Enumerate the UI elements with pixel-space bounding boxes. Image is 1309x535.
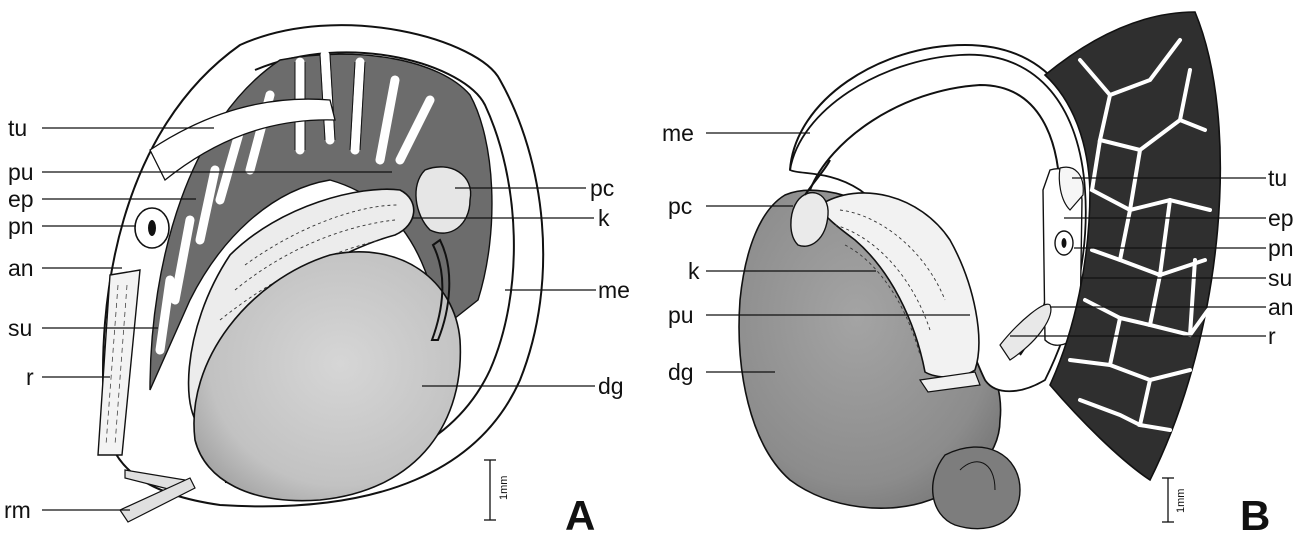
scale-label-b: 1mm [1175,489,1187,513]
label-a-dg: dg [598,373,624,399]
panel-b-drawing [739,12,1220,529]
label-a-r: r [26,364,34,390]
label-a-pc: pc [590,175,614,201]
label-b-pc: pc [668,193,692,219]
label-b-pn: pn [1268,235,1294,261]
label-b-dg: dg [668,359,694,385]
panel-a-scale-bar: 1mm [484,460,510,520]
panel-b-scale-bar: 1mm [1162,478,1187,522]
label-a-me: me [598,277,630,303]
label-b-tu: tu [1268,165,1287,191]
scale-label-a: 1mm [498,476,510,500]
label-b-ep: ep [1268,205,1294,231]
label-b-me: me [662,120,694,146]
label-b-pu: pu [668,302,694,328]
label-b-k: k [688,258,700,284]
label-b-an: an [1268,294,1294,320]
label-a-tu: tu [8,115,27,141]
label-a-k: k [598,205,610,231]
label-a-an: an [8,255,34,281]
label-a-pu: pu [8,159,34,185]
label-b-r: r [1268,323,1276,349]
label-a-pn: pn [8,213,34,239]
panel-a-drawing [98,25,543,522]
panel-letter-b: B [1240,492,1270,535]
label-b-su: su [1268,265,1292,291]
panel-letter-a: A [565,492,595,535]
label-a-ep: ep [8,186,34,212]
label-a-rm: rm [4,497,31,523]
label-a-su: su [8,315,32,341]
